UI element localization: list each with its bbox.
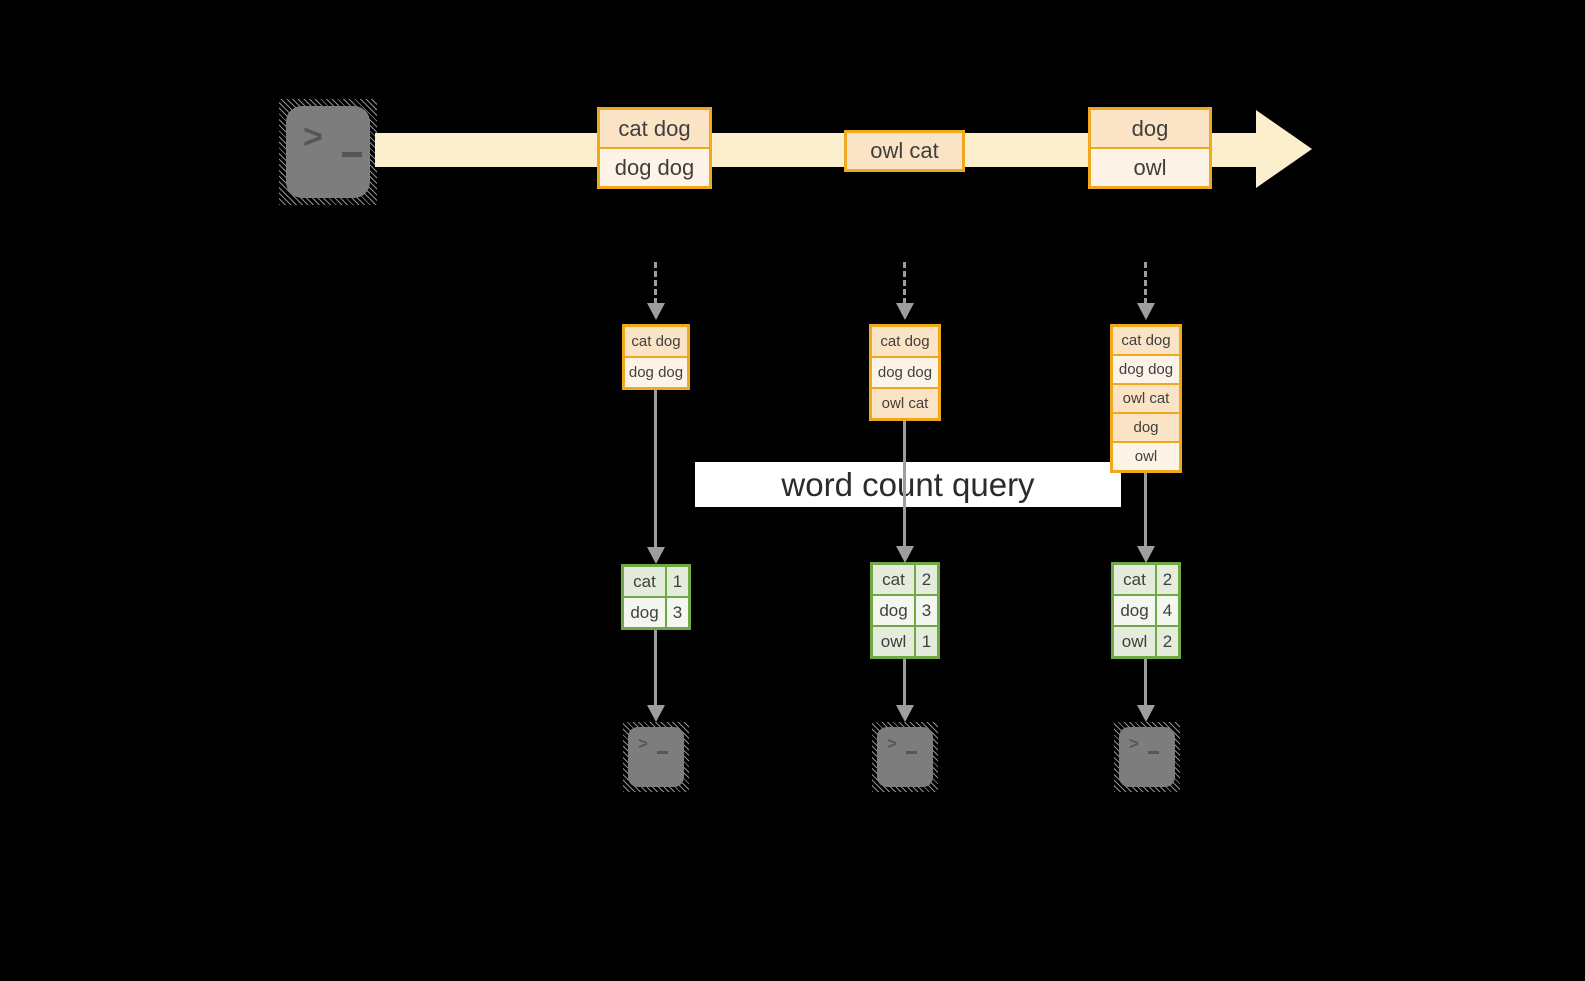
event-line: owl cat [847, 133, 962, 169]
stream-event-3: dog owl [1088, 107, 1212, 189]
stream-event-2: owl cat [844, 130, 965, 172]
word-cell: cat [624, 567, 665, 596]
buffer-stack-2: cat dog dog dog owl cat [869, 324, 941, 421]
count-cell: 1 [667, 567, 688, 596]
buffer-stack-3: cat dog dog dog owl cat dog owl [1110, 324, 1182, 473]
prompt-underscore-icon [906, 751, 917, 754]
prompt-chevron-icon: > [1129, 734, 1139, 753]
event-line: cat dog [600, 110, 709, 147]
buffer-item: owl [1113, 443, 1179, 470]
arrow-head [647, 547, 665, 564]
terminal-icon: > [872, 722, 938, 792]
word-cell: owl [1114, 627, 1155, 656]
buffer-item: cat dog [1113, 327, 1179, 354]
word-cell: dog [1114, 596, 1155, 625]
count-cell: 2 [1157, 565, 1178, 594]
count-cell: 2 [1157, 627, 1178, 656]
prompt-underscore-icon [657, 751, 668, 754]
buffer-item: owl cat [872, 389, 938, 418]
prompt-chevron-icon: > [887, 734, 897, 753]
stream-arrowhead [1256, 110, 1312, 188]
arrow-head [647, 705, 665, 722]
count-cell: 2 [916, 565, 937, 594]
arrow-line [903, 421, 906, 547]
prompt-chevron-icon: > [303, 118, 323, 156]
table-row: cat 2 [873, 565, 937, 594]
terminal-icon-body: > [286, 106, 370, 198]
arrow-head [1137, 546, 1155, 563]
table-row: owl 2 [1114, 627, 1178, 656]
buffer-item: dog [1113, 414, 1179, 441]
word-cell: dog [624, 598, 665, 627]
count-cell: 3 [916, 596, 937, 625]
terminal-icon-body: > [1119, 727, 1175, 787]
arrow-line [1144, 473, 1147, 547]
query-label: word count query [781, 465, 1035, 503]
dashed-arrow-line [1144, 262, 1147, 304]
prompt-underscore-icon [342, 152, 362, 157]
buffer-item: dog dog [625, 358, 687, 387]
arrow-head [1137, 705, 1155, 722]
count-cell: 1 [916, 627, 937, 656]
terminal-icon-body: > [877, 727, 933, 787]
word-cell: cat [873, 565, 914, 594]
count-cell: 3 [667, 598, 688, 627]
event-line: dog dog [600, 149, 709, 186]
table-row: dog 3 [624, 598, 688, 627]
terminal-icon: > [279, 99, 377, 205]
word-cell: cat [1114, 565, 1155, 594]
arrow-line [654, 630, 657, 706]
table-row: dog 4 [1114, 596, 1178, 625]
arrow-line [1144, 659, 1147, 706]
buffer-item: cat dog [872, 327, 938, 356]
buffer-item: owl cat [1113, 385, 1179, 412]
dashed-arrow-head [1137, 303, 1155, 320]
word-cell: owl [873, 627, 914, 656]
prompt-underscore-icon [1148, 751, 1159, 754]
arrow-line [903, 659, 906, 706]
dashed-arrow-line [654, 262, 657, 304]
dashed-arrow-head [647, 303, 665, 320]
arrow-head [896, 546, 914, 563]
buffer-item: dog dog [872, 358, 938, 387]
prompt-chevron-icon: > [638, 734, 648, 753]
table-row: cat 2 [1114, 565, 1178, 594]
event-line: dog [1091, 110, 1209, 147]
arrow-line [654, 390, 657, 548]
buffer-item: dog dog [1113, 356, 1179, 383]
arrow-head [896, 705, 914, 722]
stream-event-1: cat dog dog dog [597, 107, 712, 189]
dashed-arrow-head [896, 303, 914, 320]
table-row: dog 3 [873, 596, 937, 625]
terminal-icon-body: > [628, 727, 684, 787]
buffer-item: cat dog [625, 327, 687, 356]
word-cell: dog [873, 596, 914, 625]
count-table-1: cat 1 dog 3 [621, 564, 691, 630]
table-row: cat 1 [624, 567, 688, 596]
buffer-stack-1: cat dog dog dog [622, 324, 690, 390]
terminal-icon: > [1114, 722, 1180, 792]
terminal-icon: > [623, 722, 689, 792]
count-table-2: cat 2 dog 3 owl 1 [870, 562, 940, 659]
query-banner: word count query [695, 462, 1121, 507]
event-line: owl [1091, 149, 1209, 186]
dashed-arrow-line [903, 262, 906, 304]
count-table-3: cat 2 dog 4 owl 2 [1111, 562, 1181, 659]
table-row: owl 1 [873, 627, 937, 656]
count-cell: 4 [1157, 596, 1178, 625]
